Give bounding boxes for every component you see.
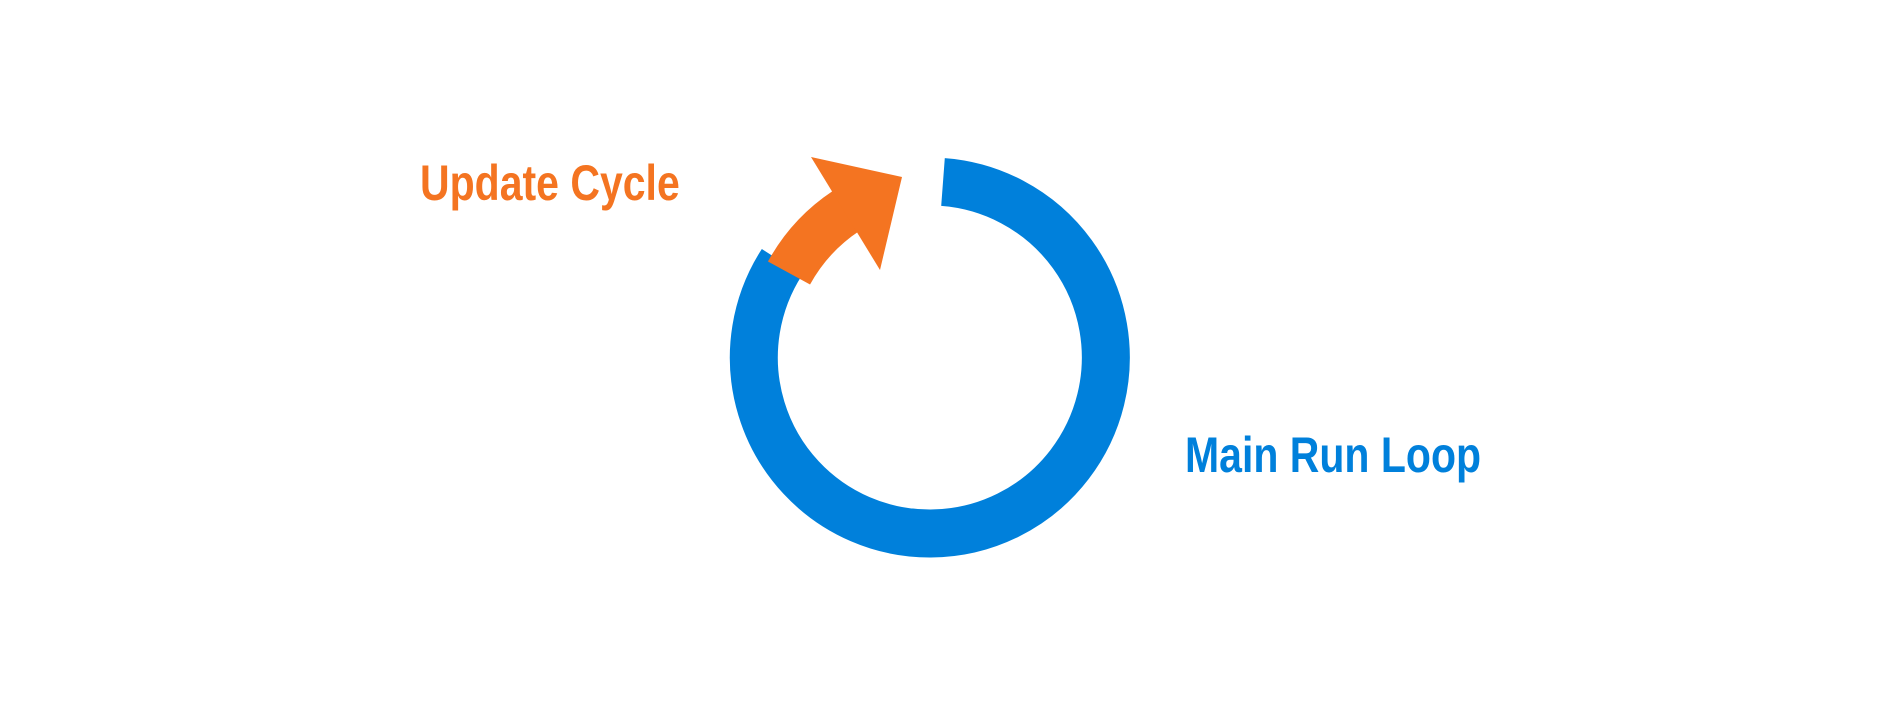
update-cycle-label: Update Cycle xyxy=(420,155,680,211)
update-cycle-arc xyxy=(767,191,860,286)
main-run-loop-label: Main Run Loop xyxy=(1185,427,1482,483)
update-cycle-arrowhead xyxy=(811,157,902,270)
main-run-loop-ring xyxy=(729,158,1130,558)
